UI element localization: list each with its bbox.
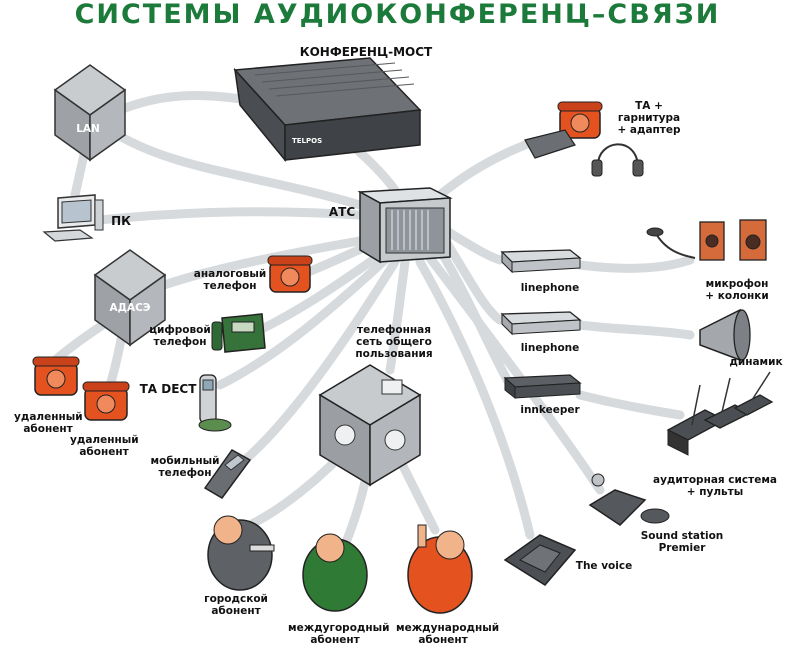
label-remote1: удаленный абонент (14, 411, 83, 435)
link-ats-thevoice (415, 257, 535, 540)
link-pc-ats (95, 207, 365, 225)
mic-speakers-icon (646, 219, 767, 261)
label-ats: АТС (328, 205, 356, 219)
linephone2-icon (500, 311, 582, 336)
label-analog-phone: аналоговый телефон (193, 268, 267, 292)
label-soundstation: Sound station Premier (640, 530, 724, 554)
label-headset: ТА + гарнитура + адаптер (617, 100, 681, 136)
link-lan-ats (105, 125, 365, 210)
international-subscriber-icon (407, 524, 473, 614)
label-digital-phone: цифровой телефон (149, 324, 211, 348)
link-ats-lp1 (440, 225, 505, 265)
remote2-phone-icon (82, 381, 130, 421)
link-ats-mobile (240, 257, 400, 465)
label-linephone2: linephone (520, 342, 580, 354)
label-remote2: удаленный абонент (70, 434, 139, 458)
soundstation-icon (588, 473, 670, 526)
conference-bridge: TELPOS (233, 57, 422, 163)
speaker-icon (699, 308, 751, 362)
link-lan-pc (70, 145, 90, 200)
link-ats-innkeeper (435, 245, 515, 390)
link-lp2-speaker (575, 320, 695, 340)
link-lp1-mic (575, 255, 695, 273)
label-international: международный абонент (396, 622, 500, 646)
label-lan: LAN (76, 123, 100, 135)
link-ats-lp2 (440, 235, 505, 325)
label-speaker: динамик (729, 356, 783, 368)
label-adase: АДАСЭ (109, 302, 151, 314)
innkeeper-icon (503, 374, 582, 400)
linephone1-icon (500, 249, 582, 274)
link-lan-bridge (115, 91, 255, 115)
link-ats-headset (435, 140, 530, 200)
digital-phone-icon (211, 313, 266, 353)
label-longdistance: междугородный абонент (288, 622, 390, 646)
label-mobile: мобильный телефон (150, 455, 220, 479)
label-thevoice: The voice (575, 560, 633, 572)
link-ats-dect (215, 255, 390, 390)
longdistance-subscriber-icon (302, 533, 368, 612)
link-ats-digital (255, 250, 385, 335)
label-dect: ТА DECT (139, 382, 197, 396)
analog-phone-icon (267, 255, 313, 293)
lan-cube (53, 64, 127, 162)
pc-icon (42, 194, 104, 242)
link-ats-pstn (385, 257, 410, 375)
thevoice-icon (503, 534, 577, 586)
adase-cube (93, 249, 167, 347)
label-city: городской абонент (204, 593, 268, 617)
label-pc: ПК (111, 214, 131, 228)
label-mic: микрофон + колонки (705, 278, 769, 302)
pstn-cube (318, 364, 422, 487)
remote1-phone-icon (32, 356, 80, 396)
city-subscriber-icon (207, 515, 275, 591)
page-title: СИСТЕМЫ АУДИОКОНФЕРЕНЦ–СВЯЗИ (74, 0, 721, 30)
dect-phone-icon (198, 374, 232, 432)
label-pstn: телефонная сеть общего пользования (355, 324, 433, 360)
label-audience: аудиторная система + пульты (652, 474, 777, 498)
label-innkeeper: innkeeper (520, 404, 580, 416)
ats-cabinet (357, 187, 453, 264)
audience-system-icon (666, 371, 774, 456)
label-linephone1: linephone (520, 282, 580, 294)
headset-phone-icon (524, 101, 644, 177)
link-innkeeper-audience (575, 390, 685, 420)
label-bridge: КОНФЕРЕНЦ-МОСТ (299, 45, 433, 59)
mobile-phone-icon (203, 449, 252, 499)
bridge-brand: TELPOS (292, 137, 322, 145)
